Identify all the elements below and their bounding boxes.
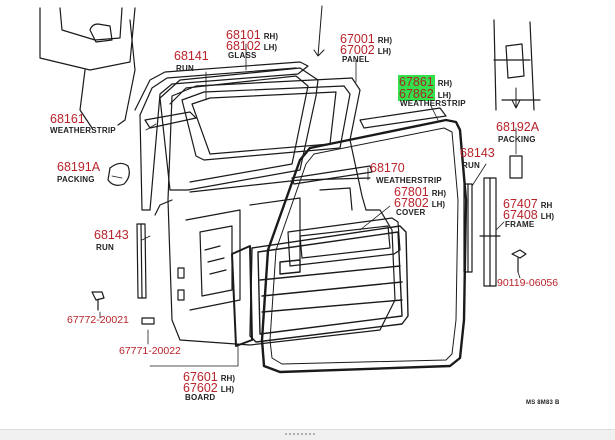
side-rh-67407: RH: [540, 201, 553, 210]
bolt-90119: [511, 249, 527, 273]
resize-grip-icon[interactable]: [284, 432, 316, 436]
glass-name: GLASS: [228, 51, 257, 60]
run-left-name: RUN: [96, 243, 114, 252]
clip-67772: [91, 291, 105, 311]
part-number-67001: 67001: [340, 32, 375, 46]
part-number-67862-highlighted: 67862: [398, 87, 435, 101]
vehicle-cab-outline: [39, 7, 136, 129]
run-left-lower-part: [136, 223, 147, 299]
board-outline-back: [231, 245, 253, 347]
frame-part: [479, 177, 501, 287]
pillar-right: [493, 19, 541, 111]
side-lh-67602: LH): [220, 385, 235, 394]
part-number-68101: 68101: [226, 28, 261, 42]
part-number-67601: 67601: [183, 370, 218, 384]
part-number-68192a: 68192A: [496, 120, 540, 134]
clip-67771: [141, 317, 155, 325]
part-number-90119-06056: 90119-06056: [497, 277, 559, 289]
packing-left-name: PACKING: [57, 175, 95, 184]
weatherstrip-mid-name: WEATHERSTRIP: [376, 176, 442, 185]
weatherstrip-mid-part: [291, 165, 373, 185]
diagram-code: MS 8M83 B: [526, 400, 560, 406]
part-number-67602: 67602: [183, 381, 218, 395]
weatherstrip-top-right: [359, 107, 447, 129]
part-number-68170: 68170: [370, 161, 405, 175]
part-number-67771-20022: 67771-20022: [119, 345, 181, 357]
part-number-67407: 67407: [503, 197, 538, 211]
arrow-graphics: [313, 5, 521, 109]
side-rh-67601: RH): [220, 374, 235, 383]
outer-weatherstrip-inner: [269, 127, 459, 365]
part-number-67861-highlighted: 67861: [398, 75, 435, 89]
outer-weatherstrip-part: [260, 118, 468, 374]
door-panel-part: [154, 77, 396, 346]
side-lh-68102: LH): [263, 43, 278, 52]
part-number-67772-20021: 67772-20021: [67, 314, 129, 326]
part-number-68143-right: 68143: [460, 146, 495, 160]
cover-part: [287, 217, 401, 267]
part-number-68143-left: 68143: [94, 228, 129, 242]
weatherstrip-left-name: WEATHERSTRIP: [50, 126, 116, 135]
board-name: BOARD: [185, 393, 216, 402]
part-number-67802: 67802: [394, 196, 429, 210]
cover-name: COVER: [396, 208, 426, 217]
panel-name: PANEL: [342, 55, 370, 64]
part-number-67002: 67002: [340, 43, 375, 57]
packing-left-part: [107, 162, 130, 186]
packing-right-part: [509, 155, 523, 179]
side-rh-67861: RH): [437, 79, 452, 88]
glass-part: [159, 67, 319, 191]
side-lh-67002: LH): [377, 47, 392, 56]
packing-right-name: PACKING: [498, 135, 536, 144]
side-rh-68101: RH): [263, 32, 278, 41]
side-lh-67408: LH): [540, 212, 555, 221]
run-top-name: RUN: [176, 64, 194, 73]
run-right-part: [463, 183, 473, 273]
side-lh-67802: LH): [431, 200, 446, 209]
leader-lines: [99, 43, 521, 367]
weatherstrip-right-name: WEATHERSTRIP: [400, 99, 466, 108]
weatherstrip-left-part: [144, 111, 197, 129]
run-left-part: [134, 61, 309, 211]
part-number-67801: 67801: [394, 185, 429, 199]
part-number-68102: 68102: [226, 39, 261, 53]
part-number-68191a: 68191A: [57, 160, 101, 174]
frame-name: FRAME: [505, 220, 535, 229]
run-right-name: RUN: [462, 161, 480, 170]
side-rh-67001: RH): [377, 36, 392, 45]
side-rh-67801: RH): [431, 189, 446, 198]
part-number-68161: 68161: [50, 112, 85, 126]
side-lh-67862: LH): [437, 91, 452, 100]
part-number-67408: 67408: [503, 208, 538, 222]
part-number-68141: 68141: [174, 49, 209, 63]
